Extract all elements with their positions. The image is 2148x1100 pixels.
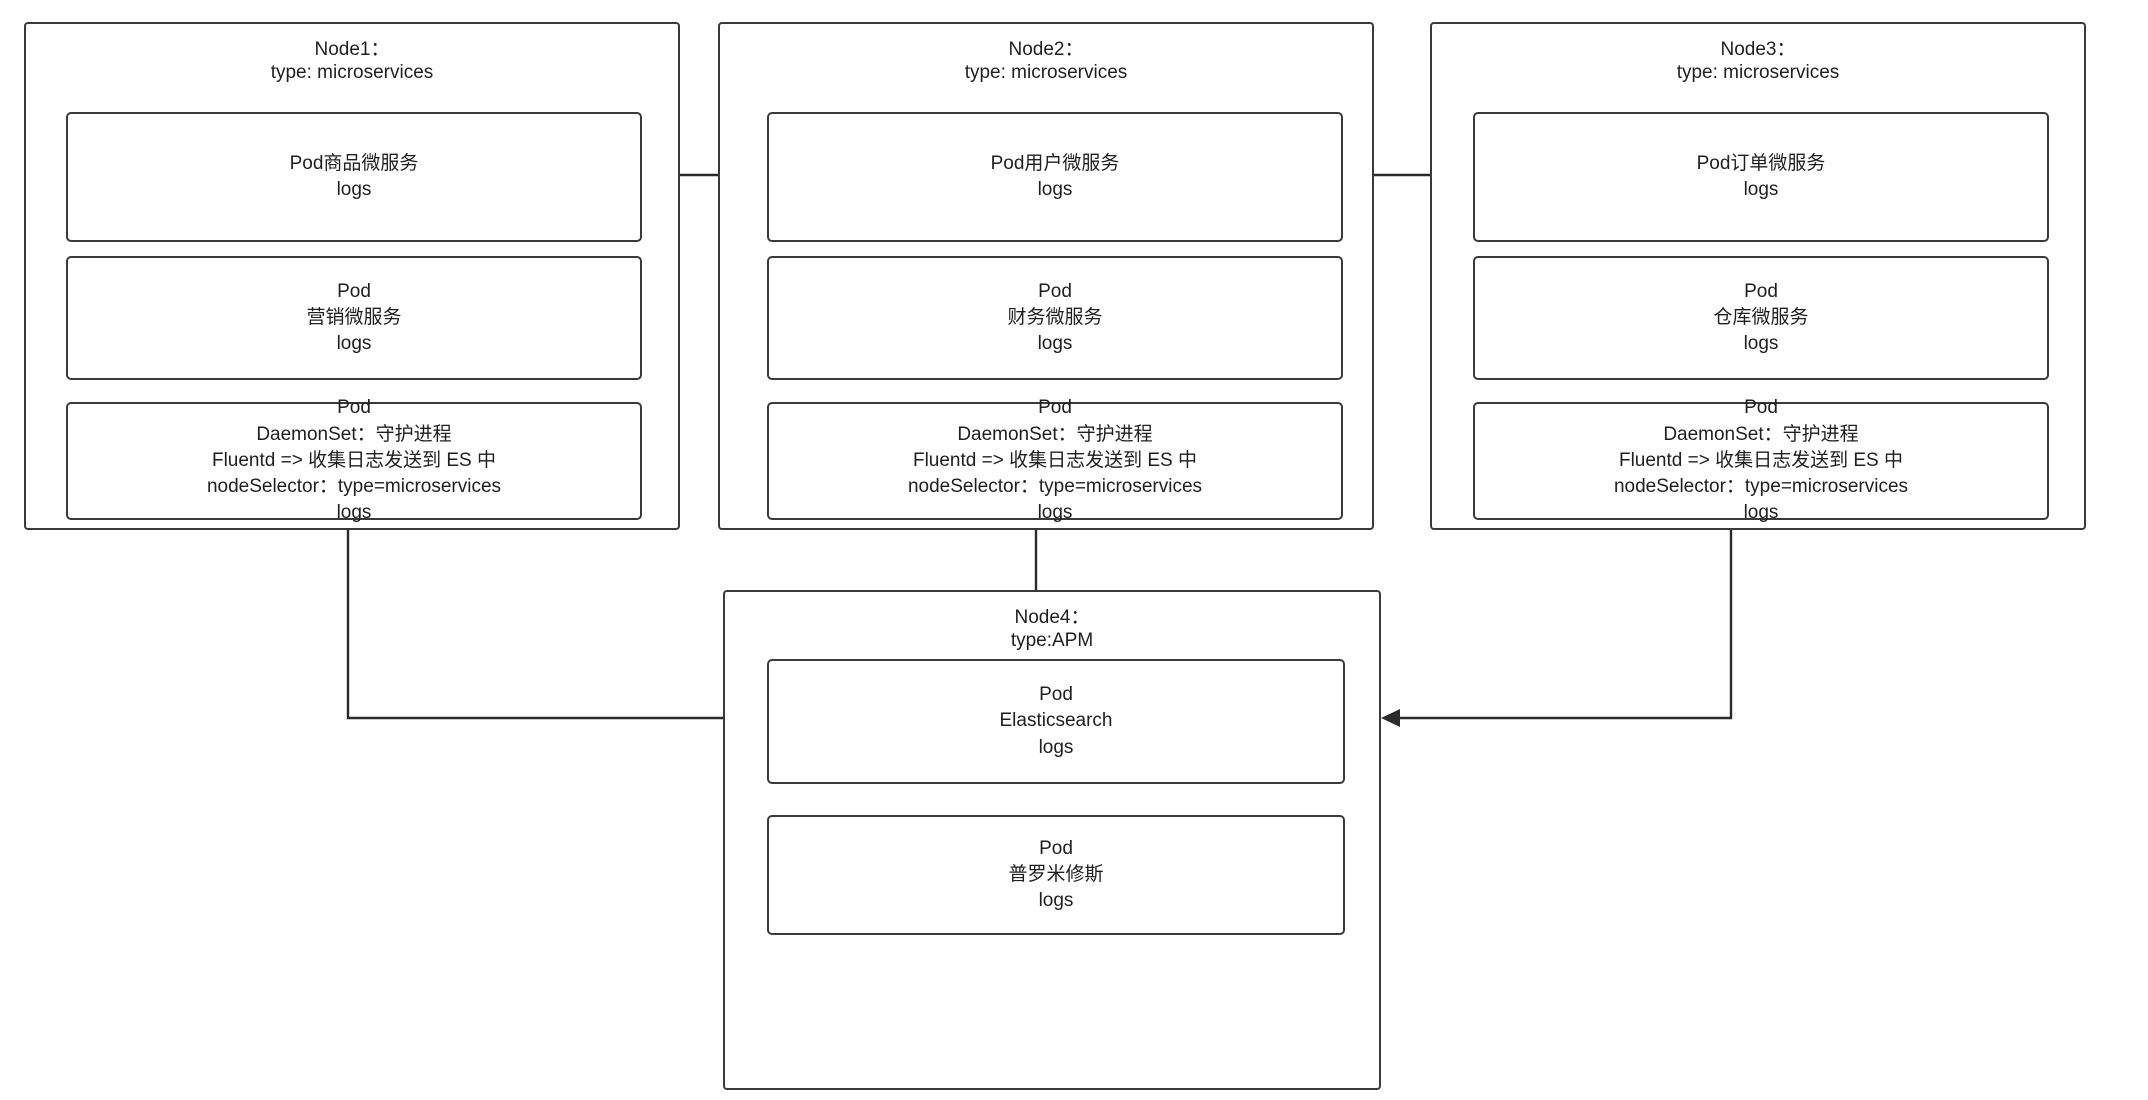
node3-title: Node3： type: microservices [1676, 39, 1840, 84]
pod-node4-pod-prometheus[interactable]: Pod 普罗米修斯 logs [767, 815, 1345, 935]
edge-node1-daemonset-to-es [346, 528, 767, 727]
edge-node3-daemonset-to-es [1381, 522, 1733, 727]
pod-node1-pod-goods[interactable]: Pod商品微服务 logs [66, 112, 642, 242]
pod-node1-pod-daemonset-label: Pod DaemonSet：守护进程 Fluentd => 收集日志发送到 ES… [206, 397, 502, 524]
pod-node3-pod-order[interactable]: Pod订单微服务 logs [1473, 112, 2049, 242]
pod-node2-pod-user-label: Pod用户微服务 logs [990, 152, 1120, 200]
pod-node2-pod-daemonset-label: Pod DaemonSet：守护进程 Fluentd => 收集日志发送到 ES… [907, 397, 1203, 524]
pod-node1-pod-goods-label: Pod商品微服务 logs [289, 152, 419, 200]
pod-node3-pod-warehouse[interactable]: Pod 仓库微服务 logs [1473, 256, 2049, 380]
pod-node1-pod-marketing[interactable]: Pod 营销微服务 logs [66, 256, 642, 380]
pod-node4-pod-prometheus-label: Pod 普罗米修斯 logs [1008, 837, 1104, 912]
pod-node2-pod-finance[interactable]: Pod 财务微服务 logs [767, 256, 1343, 380]
node-node1[interactable]: Node1： type: microservices Pod商品微服务 logs… [24, 22, 680, 530]
pod-node4-pod-elasticsearch[interactable]: Pod Elasticsearch logs [767, 659, 1345, 784]
node-node2[interactable]: Node2： type: microservices Pod用户微服务 logs… [718, 22, 1374, 530]
pod-node2-pod-finance-label: Pod 财务微服务 logs [1007, 280, 1103, 355]
pod-node2-pod-daemonset[interactable]: Pod DaemonSet：守护进程 Fluentd => 收集日志发送到 ES… [767, 397, 1343, 523]
pod-node4-pod-elasticsearch-label: Pod Elasticsearch logs [999, 684, 1113, 758]
node2-title: Node2： type: microservices [964, 39, 1128, 84]
node-node3[interactable]: Node3： type: microservices Pod订单微服务 logs… [1430, 22, 2086, 530]
pod-node3-pod-daemonset[interactable]: Pod DaemonSet：守护进程 Fluentd => 收集日志发送到 ES… [1473, 397, 2049, 523]
pod-node2-pod-user[interactable]: Pod用户微服务 logs [767, 112, 1343, 242]
pod-node3-pod-daemonset-label: Pod DaemonSet：守护进程 Fluentd => 收集日志发送到 ES… [1613, 397, 1909, 524]
pod-node3-pod-order-label: Pod订单微服务 logs [1696, 152, 1826, 200]
node-node4[interactable]: Node4： type:APM Pod Elasticsearch logs P… [723, 590, 1381, 1090]
pod-node3-pod-warehouse-label: Pod 仓库微服务 logs [1713, 280, 1809, 355]
node1-title: Node1： type: microservices [270, 39, 434, 84]
pod-node1-pod-marketing-label: Pod 营销微服务 logs [306, 280, 402, 355]
pod-node1-pod-daemonset[interactable]: Pod DaemonSet：守护进程 Fluentd => 收集日志发送到 ES… [66, 397, 642, 523]
node4-title: Node4： type:APM [1010, 607, 1094, 652]
